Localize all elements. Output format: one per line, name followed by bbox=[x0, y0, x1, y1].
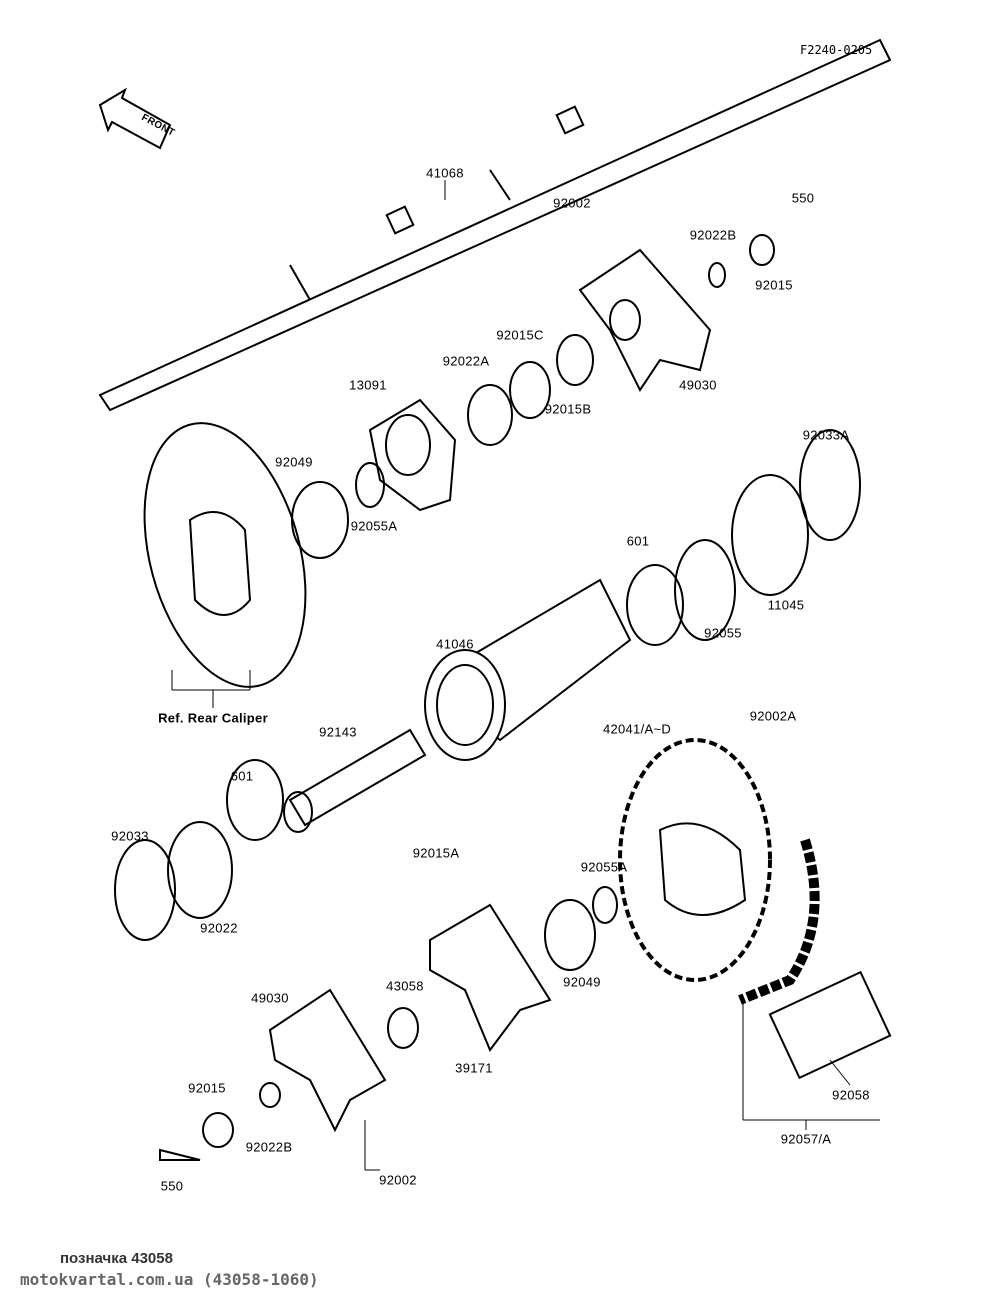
part-label[interactable]: 49030 bbox=[679, 377, 717, 393]
part-label[interactable]: 550 bbox=[160, 1178, 184, 1194]
part-label[interactable]: 42041/A~D bbox=[602, 721, 672, 737]
axle-housing bbox=[424, 578, 632, 761]
part-label[interactable]: 92055A bbox=[580, 859, 628, 875]
part-label[interactable]: 92015 bbox=[188, 1080, 226, 1096]
part-label[interactable]: 550 bbox=[791, 190, 815, 206]
part-label[interactable]: 92033 bbox=[111, 828, 149, 844]
part-label[interactable]: 41068 bbox=[426, 165, 464, 181]
part-label[interactable]: 92022B bbox=[245, 1139, 293, 1155]
front-arrow-icon bbox=[98, 87, 172, 150]
part-label[interactable]: 92049 bbox=[563, 974, 601, 990]
part-label[interactable]: 92002 bbox=[553, 195, 591, 211]
part-label[interactable]: 11045 bbox=[767, 597, 805, 613]
caption: позначка 43058 bbox=[60, 1250, 173, 1267]
part-label[interactable]: 92057/A bbox=[780, 1131, 832, 1147]
part-label[interactable]: 39171 bbox=[455, 1060, 493, 1076]
part-label[interactable]: 92015A bbox=[412, 845, 460, 861]
part-label[interactable]: 92033A bbox=[802, 427, 850, 443]
part-label[interactable]: 13091 bbox=[349, 377, 387, 393]
part-label[interactable]: 41046 bbox=[436, 636, 474, 652]
brake-disc bbox=[143, 422, 307, 688]
rear-sprocket bbox=[618, 738, 772, 982]
part-label[interactable]: 601 bbox=[230, 768, 254, 784]
part-label[interactable]: 92022A bbox=[442, 353, 490, 369]
part-label[interactable]: 92058 bbox=[832, 1087, 870, 1103]
part-label[interactable]: 49030 bbox=[251, 990, 289, 1006]
part-label[interactable]: 92049 bbox=[275, 454, 313, 470]
part-label[interactable]: 92022 bbox=[200, 920, 238, 936]
diagram-code: F2240-0205 bbox=[800, 43, 873, 57]
part-label[interactable]: 92015C bbox=[496, 327, 544, 343]
part-label[interactable]: 92022B bbox=[689, 227, 737, 243]
hub-flange bbox=[368, 398, 457, 512]
site-watermark: motokvartal.com.ua (43058-1060) bbox=[20, 1270, 319, 1289]
part-label[interactable]: 92055 bbox=[704, 625, 742, 641]
axle-shaft bbox=[98, 38, 892, 412]
part-label[interactable]: 92002A bbox=[749, 708, 797, 724]
part-label[interactable]: 92002 bbox=[379, 1172, 417, 1188]
part-label[interactable]: 92143 bbox=[319, 724, 357, 740]
part-label[interactable]: 92055A bbox=[350, 518, 398, 534]
part-label[interactable]: 43058 bbox=[386, 978, 424, 994]
part-label[interactable]: 92015 bbox=[755, 277, 793, 293]
ref-caliper-label: Ref. Rear Caliper bbox=[158, 710, 268, 726]
part-label[interactable]: 601 bbox=[626, 533, 650, 549]
part-label[interactable]: 92015B bbox=[544, 401, 592, 417]
sprocket-hub-top bbox=[578, 248, 712, 392]
